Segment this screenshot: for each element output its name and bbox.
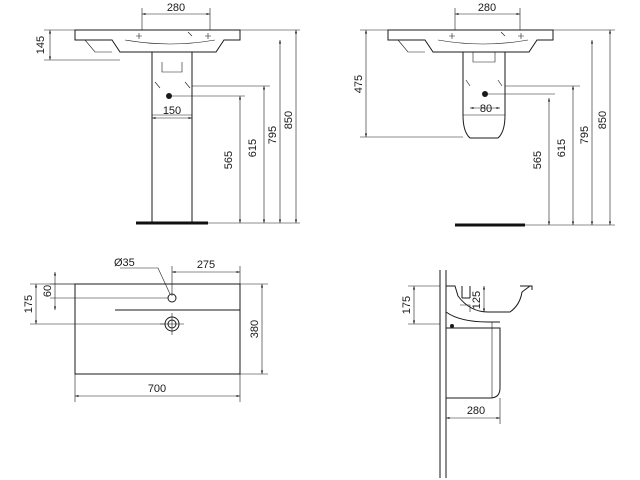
dim-depth: 380 — [249, 320, 261, 338]
dim-side-height: 175 — [401, 296, 413, 314]
dim-siphon-h: 475 — [353, 75, 365, 93]
dim-top-width: 280 — [167, 2, 185, 14]
dim-pedestal-offset-2: 80 — [480, 103, 492, 115]
dim-tap-y: 60 — [42, 285, 54, 297]
dim-side-projection: 280 — [467, 405, 485, 417]
dim-rim-h: 795 — [267, 126, 279, 144]
dim-side-inner: 125 — [471, 291, 483, 309]
dim-tap-hole: Ø35 — [114, 257, 135, 269]
dim-outlet-h-2: 565 — [532, 151, 544, 169]
dim-rim-h-2: 795 — [579, 126, 591, 144]
side-view: 175 125 280 — [401, 270, 533, 478]
dim-waste-h: 615 — [247, 139, 259, 157]
dim-waste-h-2: 615 — [556, 139, 568, 157]
dim-pedestal-offset: 150 — [163, 105, 181, 117]
front-view-pedestal: 280 145 150 565 615 795 850 — [35, 2, 300, 225]
dim-outlet-h: 565 — [223, 151, 235, 169]
dim-overall-h-2: 850 — [597, 111, 609, 129]
dim-basin-y: 175 — [23, 295, 35, 313]
dim-tap-offset: 275 — [197, 259, 215, 271]
dim-top-width-2: 280 — [478, 2, 496, 14]
plan-view: Ø35 275 60 175 380 700 — [23, 257, 268, 402]
dim-basin-depth: 145 — [35, 36, 47, 54]
front-view-semi-pedestal: 280 475 80 565 615 795 850 — [353, 2, 615, 227]
dim-width: 700 — [148, 383, 166, 395]
dim-overall-h: 850 — [283, 111, 295, 129]
